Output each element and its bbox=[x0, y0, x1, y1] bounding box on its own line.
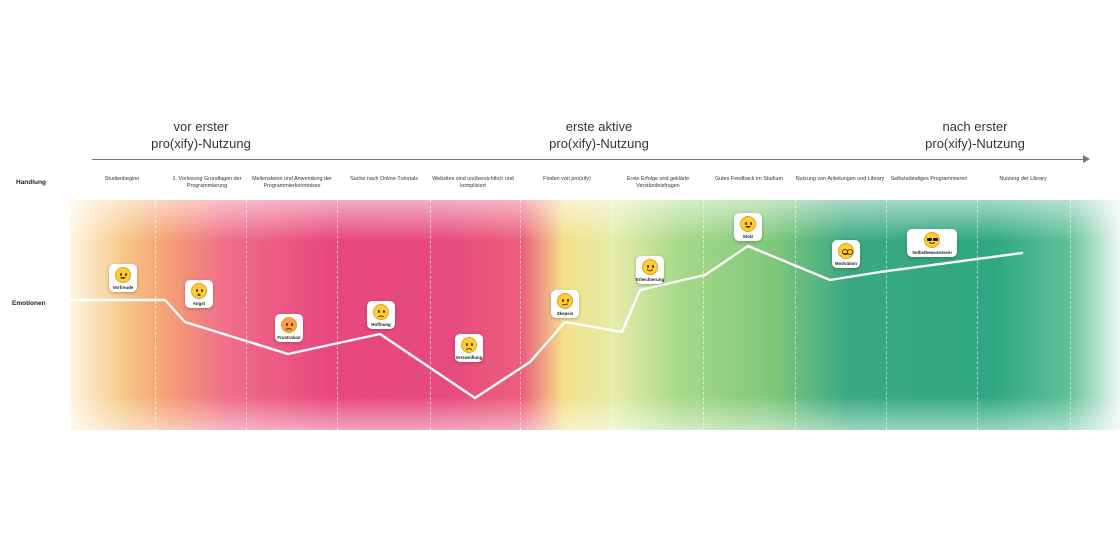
phase-before-line2: pro(xify)-Nutzung bbox=[151, 136, 251, 151]
sunglasses-face-icon bbox=[924, 232, 940, 248]
fearful-face-icon bbox=[191, 283, 207, 299]
column-divider bbox=[520, 200, 521, 430]
emotion-badge-verzweiflung: Verzweiflung bbox=[455, 334, 483, 362]
timeline-arrow-line bbox=[92, 159, 1085, 160]
emotion-label: Angst bbox=[192, 301, 206, 306]
emotion-label: Erleichterung bbox=[635, 277, 665, 282]
column-divider bbox=[977, 200, 978, 430]
row-label-handlung: Handlung bbox=[16, 179, 46, 186]
emotion-label: Verzweiflung bbox=[455, 355, 483, 360]
relieved-face-icon bbox=[642, 259, 658, 275]
emotion-badge-skepsis: Skepsis bbox=[551, 290, 579, 318]
action-item: Meilensteine und Anwendung der Programmi… bbox=[252, 176, 332, 189]
persevering-face-icon bbox=[461, 337, 477, 353]
emotion-badge-vorfreude: Vorfreude bbox=[109, 264, 137, 292]
party-face-icon bbox=[740, 216, 756, 232]
emotion-badge-selbstbewusstsein: Selbstbewusstsein bbox=[907, 229, 957, 257]
action-item: Gutes Feedback im Studium bbox=[714, 176, 783, 182]
action-item: 1. Vorlesung Grundlagen der Programmieru… bbox=[172, 176, 242, 189]
emotion-label: Motivation bbox=[835, 261, 857, 266]
emotion-badge-erleichterung: Erleichterung bbox=[636, 256, 664, 284]
action-item: Erste Erfolge und geklärte Verständnisfr… bbox=[626, 176, 690, 189]
angry-face-icon bbox=[281, 317, 297, 333]
column-divider bbox=[886, 200, 887, 430]
phase-after: nach erster pro(xify)-Nutzung bbox=[875, 118, 1075, 152]
column-divider bbox=[612, 200, 613, 430]
emotion-badge-angst: Angst bbox=[185, 280, 213, 308]
phase-after-line1: nach erster bbox=[942, 119, 1008, 134]
phase-before: vor erster pro(xify)-Nutzung bbox=[101, 118, 301, 152]
action-item: Websites sind unübersichtlich und kompli… bbox=[432, 176, 514, 189]
row-label-emotionen: Emotionen bbox=[12, 300, 46, 307]
column-divider bbox=[155, 200, 156, 430]
sweat-smile-face-icon bbox=[373, 304, 389, 320]
column-divider bbox=[1070, 200, 1071, 430]
column-divider bbox=[337, 200, 338, 430]
emotion-label: Stolz bbox=[742, 234, 754, 239]
emotion-label: Hoffnung bbox=[371, 322, 391, 327]
monocle-face-icon bbox=[557, 293, 573, 309]
emotion-label: Frustration bbox=[277, 335, 301, 340]
phase-first-active: erste aktive pro(xify)-Nutzung bbox=[499, 118, 699, 152]
column-divider bbox=[795, 200, 796, 430]
phase-before-line1: vor erster bbox=[173, 119, 229, 134]
action-item: Nutzung der Library bbox=[999, 176, 1047, 182]
action-item: Suche nach Online-Tutorials bbox=[350, 176, 418, 182]
column-divider bbox=[430, 200, 431, 430]
timeline-arrow-head-icon bbox=[1083, 155, 1090, 163]
column-divider bbox=[246, 200, 247, 430]
emotion-label: Selbstbewusstsein bbox=[912, 250, 952, 255]
action-item: Finden von pro(xify) bbox=[543, 176, 591, 182]
column-divider bbox=[703, 200, 704, 430]
nerd-face-icon bbox=[838, 243, 854, 259]
action-item: Nutzung von Anleitungen und Library bbox=[795, 176, 885, 182]
emotion-label: Vorfreude bbox=[112, 285, 134, 290]
action-item: Selbstständiges Programmieren bbox=[890, 176, 968, 182]
action-item: Studienbeginn bbox=[104, 176, 140, 182]
emotion-label: Skepsis bbox=[556, 311, 574, 316]
emotion-badge-frustration: Frustration bbox=[275, 314, 303, 342]
emotion-badge-motivation: Motivation bbox=[832, 240, 860, 268]
phase-after-line2: pro(xify)-Nutzung bbox=[925, 136, 1025, 151]
phase-first-active-line2: pro(xify)-Nutzung bbox=[549, 136, 649, 151]
emotion-badge-stolz: Stolz bbox=[734, 213, 762, 241]
phase-first-active-line1: erste aktive bbox=[565, 119, 633, 134]
emotion-badge-hoffnung: Hoffnung bbox=[367, 301, 395, 329]
grinning-face-icon bbox=[115, 267, 131, 283]
